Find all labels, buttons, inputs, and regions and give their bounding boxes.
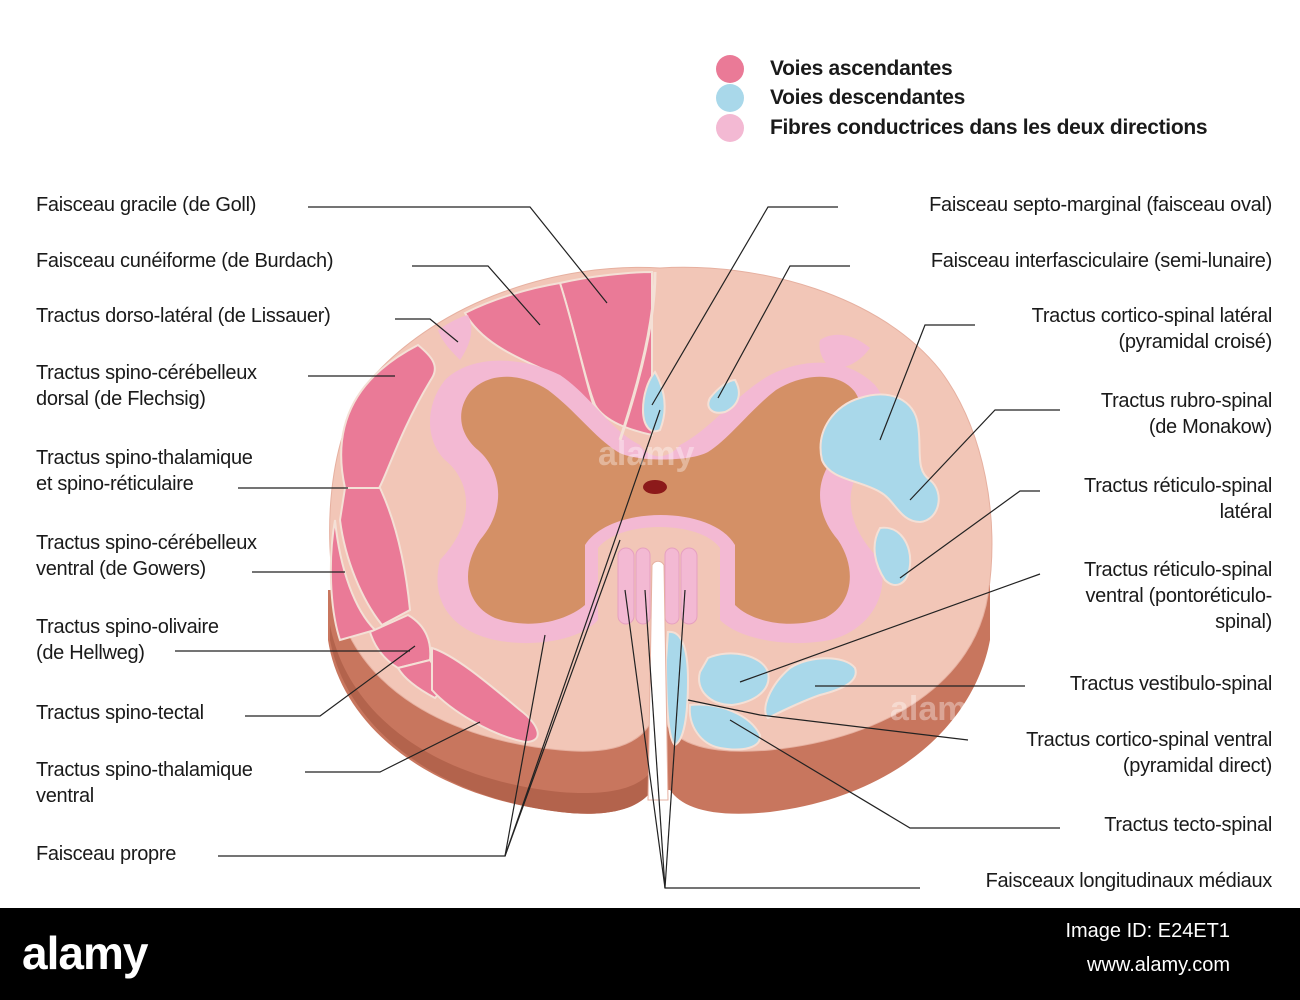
label-line: Tractus spino-cérébelleux (36, 532, 257, 554)
label-line: ventral (36, 785, 94, 807)
spinothalamic-ventral-tract (431, 646, 539, 744)
legend-swatch-both (716, 114, 744, 142)
label-line: (de Monakow) (1148, 416, 1272, 438)
legend-item-ascending: Voies ascendantes (716, 55, 953, 83)
label-lissauer: Tractus dorso-latéral (de Lissauer) (36, 305, 331, 327)
label-line: ventral (pontoréticulo- (1085, 585, 1272, 607)
interfascicular-fasciculus (707, 378, 740, 414)
label-septomarginal: Faisceau septo-marginal (faisceau oval) (929, 194, 1272, 216)
label-line: (pyramidal direct) (1122, 755, 1272, 777)
label-line: latéral (1219, 501, 1273, 523)
medial-longitudinal-fasciculus-left-outer (617, 547, 635, 625)
label-interfascicular: Faisceau interfasciculaire (semi-lunaire… (930, 250, 1272, 272)
label-line: ventral (de Gowers) (36, 558, 206, 580)
medial-longitudinal-fasciculus-right-inner (664, 547, 680, 625)
medial-longitudinal-fasciculus-right-outer (680, 547, 698, 625)
vestibulospinal-tract (764, 657, 857, 720)
label-line: Tractus réticulo-spinal (1084, 559, 1272, 581)
leader-lines (175, 206, 1060, 889)
spinocerebellar-dorsal-tract (340, 343, 436, 492)
label-line: Tractus cortico-spinal latéral (1031, 305, 1273, 327)
legend-item-descending: Voies descendantes (716, 84, 965, 112)
footer-bar: alamy Image ID: E24ET1 www.alamy.com (0, 908, 1300, 1000)
label-reticulospinal-ventral: Tractus réticulo-spinal ventral (pontoré… (1084, 557, 1272, 635)
legend-swatch-descending (716, 84, 744, 112)
legend-label-both: Fibres conductrices dans les deux direct… (770, 116, 1208, 139)
label-spino-olivary: Tractus spino-olivaire (de Hellweg) (36, 614, 219, 666)
label-cuneiform: Faisceau cunéiforme (de Burdach) (36, 250, 334, 272)
label-line: Tractus spino-cérébelleux (36, 362, 257, 384)
label-corticospinal-lateral: Tractus cortico-spinal latéral (pyramida… (1031, 303, 1273, 355)
label-spinothalamic-ventral: Tractus spino-thalamique ventral (36, 757, 253, 809)
label-line: dorsal (de Flechsig) (36, 388, 206, 410)
watermark: alamy (890, 690, 986, 728)
label-line: Tractus réticulo-spinal (1084, 475, 1272, 497)
label-line: Tractus spino-thalamique (36, 447, 253, 469)
label-line: Tractus rubro-spinal (1100, 390, 1272, 412)
alamy-logo: alamy (22, 927, 148, 979)
legend-swatch-ascending (716, 55, 744, 83)
cord-slab-lower (330, 625, 652, 814)
label-medial-longitudinal: Faisceaux longitudinaux médiaux (985, 870, 1273, 892)
corticospinal-lateral-tract (819, 393, 940, 524)
image-id: Image ID: E24ET1 (1065, 920, 1230, 942)
label-line: (de Hellweg) (36, 642, 145, 664)
posterior-septum (618, 271, 657, 441)
reticulospinal-ventral-tract (698, 652, 770, 707)
label-vestibulospinal: Tractus vestibulo-spinal (1069, 673, 1272, 695)
label-spinotectal: Tractus spino-tectal (36, 702, 204, 724)
rubrospinal-tract (873, 526, 912, 586)
label-line: (pyramidal croisé) (1118, 331, 1272, 353)
spinothalamic-tract (338, 487, 412, 627)
label-fasciculus-proprius: Faisceau propre (36, 843, 177, 865)
label-line: et spino-réticulaire (36, 473, 194, 495)
lissauer-tract-right (819, 334, 870, 369)
label-line: Tractus cortico-spinal ventral (1026, 729, 1272, 751)
grey-matter (461, 376, 862, 624)
legend-label-descending: Voies descendantes (770, 86, 965, 109)
anterior-median-fissure (647, 560, 669, 801)
medial-longitudinal-fasciculus-left-inner (635, 547, 651, 625)
label-spinothalamic: Tractus spino-thalamique et spino-réticu… (36, 445, 253, 497)
label-rubrospinal: Tractus rubro-spinal (de Monakow) (1101, 388, 1272, 440)
label-tectospinal: Tractus tecto-spinal (1104, 814, 1272, 836)
corticospinal-ventral-tract (664, 630, 690, 747)
label-line: Tractus spino-olivaire (36, 616, 219, 638)
lissauer-tract (438, 315, 472, 360)
label-line: spinal) (1215, 611, 1272, 633)
tectospinal-tract (688, 703, 762, 751)
label-corticospinal-ventral: Tractus cortico-spinal ventral (pyramida… (1026, 727, 1272, 779)
central-canal (643, 480, 667, 494)
label-spinocerebellar-ventral: Tractus spino-cérébelleux ventral (de Go… (36, 530, 257, 582)
watermark: alamy (598, 435, 694, 473)
spinal-cord-cross-section: alamy alamy (175, 206, 1060, 889)
label-gracile: Faisceau gracile (de Goll) (36, 194, 257, 216)
legend-item-both: Fibres conductrices dans les deux direct… (716, 114, 1208, 142)
label-spinocerebellar-dorsal: Tractus spino-cérébelleux dorsal (de Fle… (36, 360, 257, 412)
label-line: Tractus spino-thalamique (36, 759, 253, 781)
label-reticulospinal-lateral: Tractus réticulo-spinal latéral (1084, 473, 1272, 525)
footer-url: www.alamy.com (1087, 954, 1230, 976)
legend-label-ascending: Voies ascendantes (770, 57, 953, 80)
spinocerebellar-ventral-tract (329, 519, 377, 642)
